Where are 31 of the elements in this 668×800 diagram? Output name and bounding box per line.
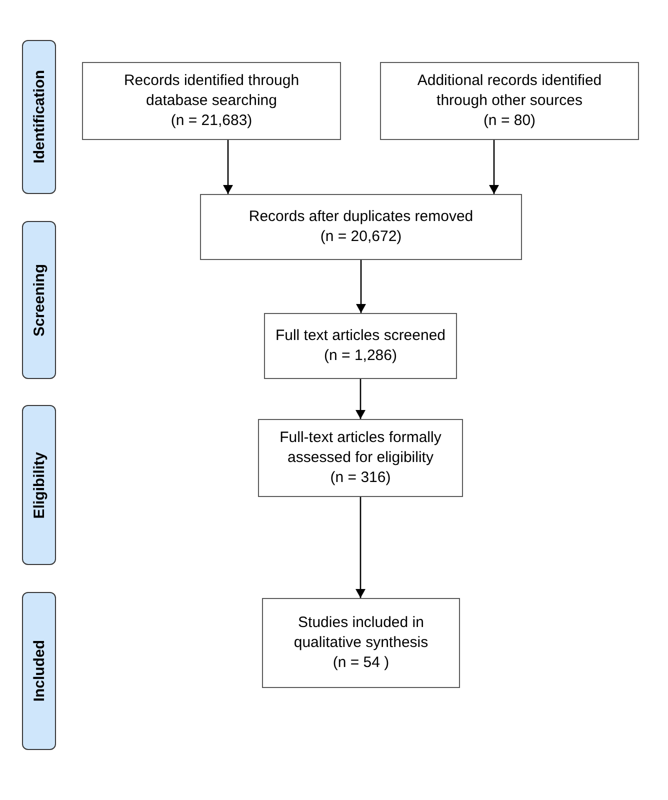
stage-label: Identification: [30, 70, 48, 164]
box-label: Additional records identified through other sources: [416, 71, 603, 111]
process-box: [200, 194, 522, 260]
box-label: Full text articles screened: [275, 326, 446, 346]
box-label: Records after duplicates removed: [248, 207, 474, 227]
process-box: [82, 62, 341, 140]
count-label: (n = 1,286): [324, 346, 397, 366]
stage-band: [22, 221, 56, 379]
count-label: (n = 20,672): [320, 227, 402, 247]
box-label: Full-text articles formally assessed for eligibility: [278, 428, 442, 468]
process-box: [264, 313, 457, 379]
arrow: [489, 140, 499, 194]
stage-band: [22, 592, 56, 750]
process-box: [258, 419, 463, 497]
count-label: (n = 21,683): [170, 111, 252, 131]
process-box: [262, 598, 460, 688]
process-box: [380, 62, 639, 140]
arrow: [356, 497, 366, 598]
count-label: (n = 54 ): [332, 653, 390, 673]
arrow: [356, 379, 366, 419]
stage-label: Eligibility: [30, 452, 48, 518]
stage-label: Screening: [30, 264, 48, 336]
stage-band: [22, 40, 56, 194]
arrow: [356, 260, 366, 313]
stage-band: [22, 405, 56, 565]
arrow: [223, 140, 233, 194]
count-label: (n = 80): [483, 111, 536, 131]
stage-label: Included: [30, 640, 48, 702]
count-label: (n = 316): [330, 468, 391, 488]
box-label: Studies included in qualitative synthesis: [292, 613, 430, 653]
box-label: Records identified through database searching: [122, 71, 300, 111]
